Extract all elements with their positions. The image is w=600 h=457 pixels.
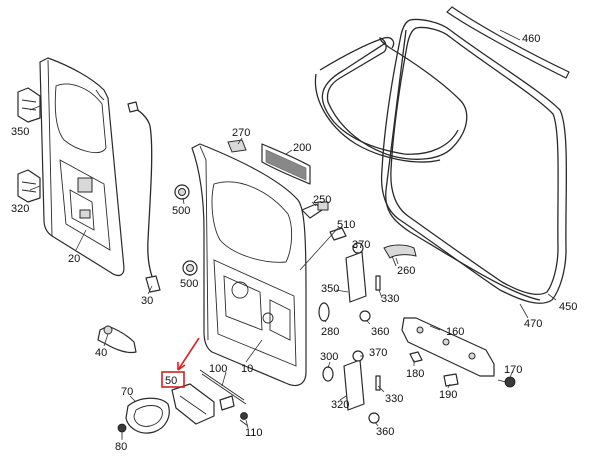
callout-370-upper: 370 xyxy=(352,239,370,251)
callout-500-lower: 500 xyxy=(180,278,198,290)
right-door-10 xyxy=(191,143,307,387)
callout-270: 270 xyxy=(232,127,250,139)
door-seal-470 xyxy=(314,29,541,301)
handle-260 xyxy=(383,244,417,267)
nut-180 xyxy=(409,351,423,363)
highlight-part-50 xyxy=(161,337,200,388)
callout-20: 20 xyxy=(68,253,80,265)
callout-30: 30 xyxy=(141,295,153,307)
bolt-170 xyxy=(497,376,516,388)
callout-330-upper: 330 xyxy=(381,293,399,305)
callout-500-upper: 500 xyxy=(172,205,190,217)
grommet-500-lower xyxy=(182,260,198,276)
callout-350-left: 350 xyxy=(11,126,29,138)
washer-360-lower xyxy=(368,412,380,424)
callout-320-right: 320 xyxy=(331,399,349,411)
callout-460: 460 xyxy=(522,33,540,45)
door-seal-450 xyxy=(380,18,568,304)
clip-510 xyxy=(329,227,347,241)
pin-250 xyxy=(301,201,329,219)
highlight-arrow xyxy=(177,337,200,371)
callout-360-lower: 360 xyxy=(376,426,394,438)
callout-360-upper: 360 xyxy=(371,326,389,338)
hinge-320-right xyxy=(343,350,381,411)
callout-280: 280 xyxy=(321,326,339,338)
callout-330-lower: 330 xyxy=(385,393,403,405)
callout-180: 180 xyxy=(406,368,424,380)
bushing-190 xyxy=(443,373,459,387)
grommet-300 xyxy=(322,366,334,382)
highlight-box xyxy=(161,371,185,388)
callout-labels: 460 350 320 20 30 270 200 500 250 510 37… xyxy=(11,33,577,453)
callout-470: 470 xyxy=(524,318,542,330)
lock-mechanism-50 xyxy=(171,383,215,425)
check-strap-30 xyxy=(127,101,161,293)
cover-70 xyxy=(125,397,170,434)
handle-panel-200 xyxy=(261,143,311,185)
grommet-280 xyxy=(318,302,330,322)
clip-270 xyxy=(227,139,247,153)
left-door-20 xyxy=(39,57,125,277)
callout-200: 200 xyxy=(293,142,311,154)
callout-350-right: 350 xyxy=(321,283,339,295)
callout-160: 160 xyxy=(446,326,464,338)
callout-370-lower: 370 xyxy=(369,347,387,359)
washer-360-upper xyxy=(359,310,371,322)
callout-250: 250 xyxy=(313,194,331,206)
grommet-500-upper xyxy=(174,184,190,200)
screws-110 xyxy=(219,395,249,427)
callout-260: 260 xyxy=(397,265,415,277)
callout-80: 80 xyxy=(115,441,127,453)
callout-170: 170 xyxy=(504,364,522,376)
hinge-350-right xyxy=(345,242,381,303)
bracket-160 xyxy=(401,317,495,377)
callout-70: 70 xyxy=(121,386,133,398)
hinge-320-left xyxy=(17,169,41,203)
callout-450: 450 xyxy=(559,301,577,313)
screw-80 xyxy=(117,423,127,438)
callout-50[interactable]: 50 xyxy=(165,375,177,387)
callout-300: 300 xyxy=(320,351,338,363)
callout-190: 190 xyxy=(439,389,457,401)
callout-10: 10 xyxy=(241,363,253,375)
callout-100: 100 xyxy=(209,363,227,375)
leader-lines xyxy=(29,29,557,440)
callout-110: 110 xyxy=(245,427,263,439)
seal-strip-460 xyxy=(446,6,570,79)
callout-320-left: 320 xyxy=(11,203,29,215)
callout-510: 510 xyxy=(337,219,355,231)
hinge-350-left xyxy=(17,87,41,123)
callout-40: 40 xyxy=(95,347,107,359)
